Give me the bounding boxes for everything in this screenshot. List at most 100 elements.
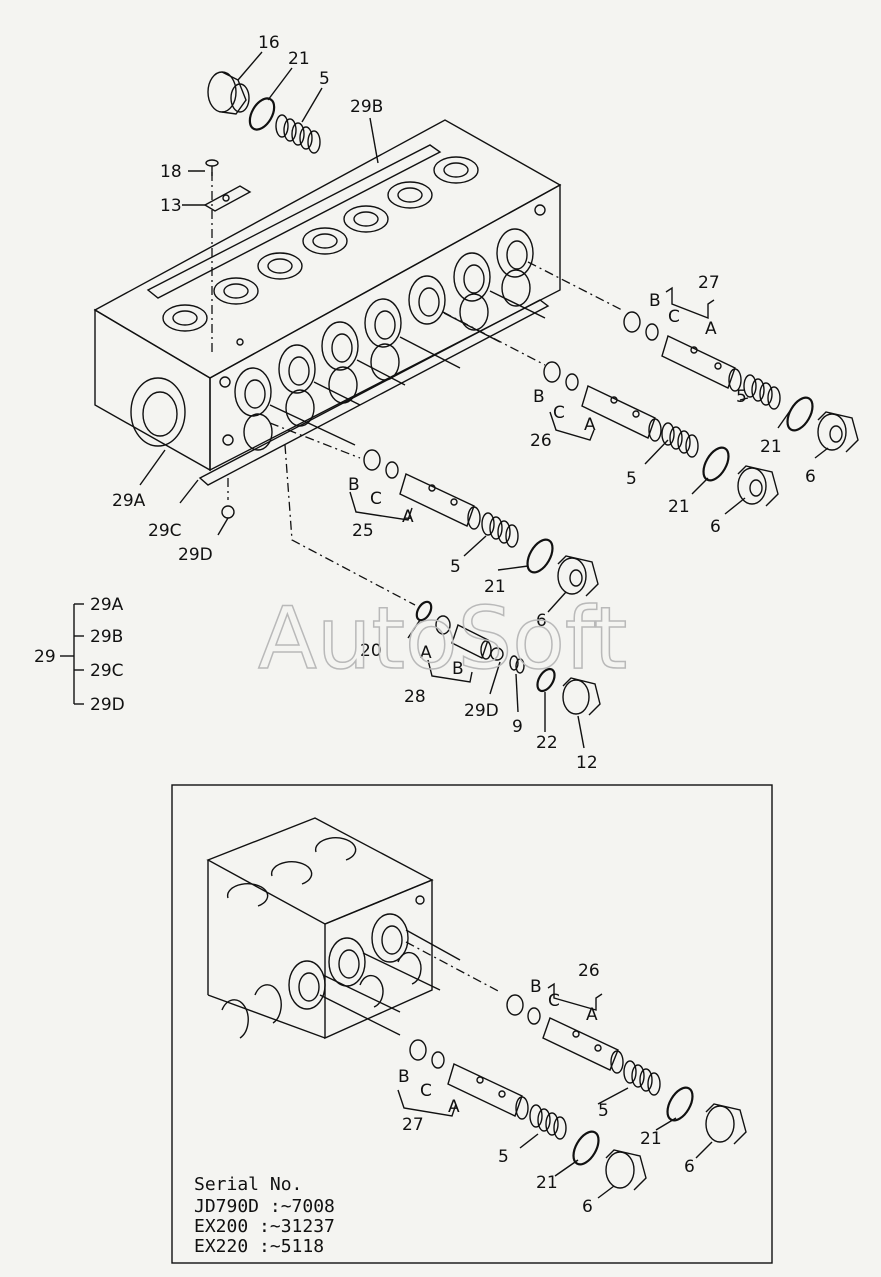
inset-callout-26-b: B	[530, 977, 542, 997]
plug-6-26	[737, 465, 779, 507]
inset-callout-27-21: 21	[536, 1173, 558, 1193]
inset-leader-lines	[519, 1087, 713, 1199]
inset-callout-26-c: C	[548, 991, 560, 1011]
callout-28-29d: 29D	[464, 701, 499, 721]
bracket-27	[665, 286, 715, 320]
bracket-26	[549, 411, 595, 441]
spring-5-27	[743, 374, 781, 410]
spool-assembly-26	[543, 361, 662, 442]
inset-callout-26-5: 5	[598, 1101, 609, 1121]
assembly-axes	[211, 172, 623, 606]
callout-27-6: 6	[805, 467, 816, 487]
plug-6-27	[817, 411, 859, 453]
callout-25-a: A	[402, 507, 414, 527]
legend-item: 29A	[90, 595, 124, 615]
front-bore	[370, 343, 400, 381]
callout-29a: 29A	[112, 491, 146, 511]
callout-26-a: A	[584, 415, 596, 435]
callout-25-6: 6	[536, 611, 547, 631]
screw-18	[205, 159, 219, 176]
top-port	[257, 252, 303, 280]
front-bore	[496, 228, 534, 278]
callout-25-21: 21	[484, 577, 506, 597]
spool-assembly-25	[363, 449, 481, 530]
serial-row: JD790D :~7008	[194, 1196, 335, 1217]
callout-26-b: B	[533, 387, 545, 407]
legend-root: 29	[34, 647, 56, 667]
top-ports	[162, 156, 479, 332]
section-lines	[269, 290, 546, 446]
inset-callout-26-a: A	[586, 1005, 598, 1025]
callout-26-6: 6	[710, 517, 721, 537]
o-ring-21	[248, 97, 276, 131]
callout-5: 5	[319, 69, 330, 89]
ball-29d	[221, 505, 235, 519]
port-29a-outer	[130, 377, 186, 447]
mount-hole	[236, 338, 244, 346]
mount-hole	[222, 434, 234, 446]
callout-25-c: C	[370, 489, 382, 509]
plug-6-25	[557, 555, 599, 597]
inset-spool-27	[397, 1039, 647, 1191]
callout-21: 21	[288, 49, 310, 69]
inset-callout-27: 27	[402, 1115, 424, 1135]
inset-spool-26	[506, 982, 747, 1145]
leader-lines	[139, 51, 829, 749]
spring-5-26	[661, 422, 699, 458]
top-port	[387, 181, 433, 209]
callout-13: 13	[160, 196, 182, 216]
front-bore	[243, 413, 273, 451]
callout-26-5: 5	[626, 469, 637, 489]
callout-26-c: C	[553, 403, 565, 423]
callout-18: 18	[160, 162, 182, 182]
inset-callout-27-6: 6	[582, 1197, 593, 1217]
callout-22: 22	[536, 733, 558, 753]
front-bores	[234, 228, 534, 451]
inset-callout-26-21: 21	[640, 1129, 662, 1149]
callout-29c: 29C	[148, 521, 182, 541]
valve-body-side	[94, 308, 211, 472]
legend-item: 29B	[90, 627, 123, 647]
top-port	[213, 277, 259, 305]
bracket-25	[349, 491, 413, 521]
callout-29d: 29D	[178, 545, 213, 565]
callout-12: 12	[576, 753, 598, 773]
spool-assembly-27	[623, 311, 742, 392]
serial-row: EX220 :~5118	[194, 1236, 324, 1257]
serial-block: Serial No. JD790D :~7008 EX200 :~31237 E…	[194, 1174, 335, 1257]
inset-callouts: 26 B C A 5 21 6 B C A 27 5 21 6	[398, 961, 695, 1217]
callout-20: 20	[360, 641, 382, 661]
inset-bore	[288, 960, 326, 1010]
plug-16	[207, 71, 250, 115]
front-bore	[328, 366, 358, 404]
inset-callout-26-6: 6	[684, 1157, 695, 1177]
callout-26: 26	[530, 431, 552, 451]
callout-25-5: 5	[450, 557, 461, 577]
callout-16: 16	[258, 33, 280, 53]
callout-27-a: A	[705, 319, 717, 339]
bracket-28	[427, 659, 473, 683]
callout-27: 27	[698, 273, 720, 293]
valve-body-top	[93, 119, 562, 379]
front-bore	[453, 252, 491, 302]
inset-callout-27-b: B	[398, 1067, 410, 1087]
mount-hole	[534, 204, 546, 216]
inset-callout-27-c: C	[420, 1081, 432, 1101]
front-bore	[501, 269, 531, 307]
callout-labels: 16 21 5 29B 18 13 27 B C A 5 21 6 B C A …	[112, 33, 816, 773]
mount-hole	[219, 376, 231, 388]
port-29a-inner	[142, 391, 178, 437]
serial-row: EX200 :~31237	[194, 1216, 335, 1237]
front-bore	[364, 298, 402, 348]
o-ring-21-26	[702, 446, 730, 482]
spring-5-top	[275, 114, 321, 154]
front-bore	[321, 321, 359, 371]
callout-25-b: B	[348, 475, 360, 495]
callout-28: 28	[404, 687, 426, 707]
watermark: AutoSoft	[258, 589, 627, 689]
callout-25: 25	[352, 521, 374, 541]
inset-bore	[371, 913, 409, 963]
o-ring-21-25	[526, 538, 554, 574]
assembly-28	[415, 600, 601, 716]
